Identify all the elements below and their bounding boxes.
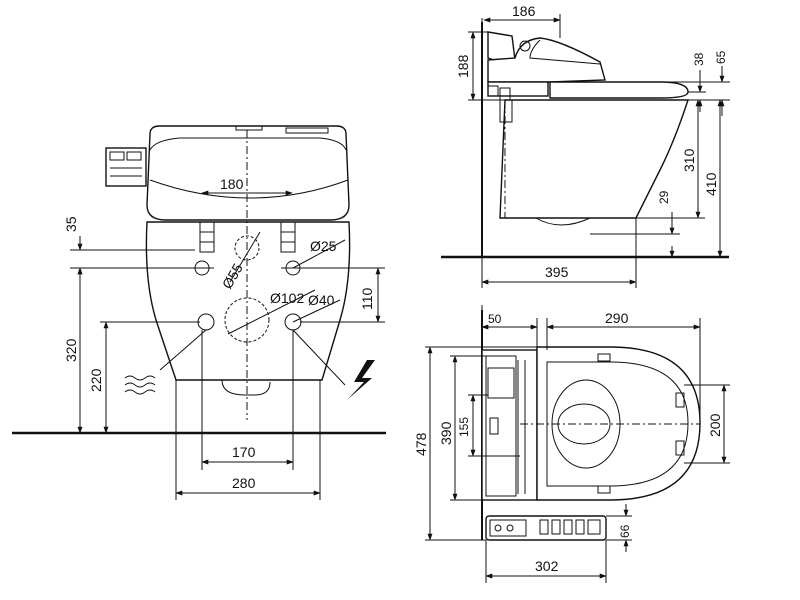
- front-dim-d40: Ø40: [308, 292, 335, 308]
- front-control-box: [105, 147, 147, 187]
- front-view: 180 35 Ø25 Ø55 Ø102 Ø40 110 320 220 170 …: [12, 125, 386, 500]
- front-dim-180: 180: [220, 176, 244, 192]
- top-dim-155: 155: [457, 417, 471, 437]
- side-dim-38: 38: [692, 52, 706, 66]
- water-symbol: [124, 375, 156, 395]
- top-view: 50 290 478 390 155 200 66 302: [413, 305, 730, 583]
- side-lid: [487, 31, 516, 63]
- front-bowl: [145, 221, 351, 381]
- side-dim-395: 395: [545, 264, 569, 280]
- top-dim-290: 290: [605, 310, 629, 326]
- side-dim-410: 410: [703, 172, 719, 196]
- top-dim-302: 302: [535, 558, 559, 574]
- top-dim-478: 478: [413, 432, 429, 456]
- front-dim-320: 320: [63, 338, 79, 362]
- electric-symbol: [347, 360, 375, 400]
- side-dim-29: 29: [657, 190, 671, 204]
- top-dim-390: 390: [438, 421, 454, 445]
- front-dim-d25: Ø25: [310, 238, 337, 254]
- front-waste-55: [234, 235, 260, 261]
- side-seat-unit: [487, 37, 606, 83]
- side-dim-186: 186: [512, 3, 536, 19]
- front-dim-35: 35: [63, 216, 79, 232]
- top-dim-50: 50: [488, 312, 502, 326]
- front-dim-280: 280: [232, 475, 256, 491]
- front-waste-102: [224, 297, 270, 343]
- top-dim-66: 66: [618, 524, 632, 538]
- top-seat-ring: [546, 361, 689, 487]
- front-dim-220: 220: [88, 368, 104, 392]
- side-view: 186 188 38 65 310 410 29 395: [441, 3, 730, 288]
- top-dim-200: 200: [707, 413, 723, 437]
- side-dim-310: 310: [681, 148, 697, 172]
- front-dim-170: 170: [232, 444, 256, 460]
- front-dim-d102: Ø102: [270, 290, 304, 306]
- side-bowl: [499, 99, 689, 219]
- side-seat-ring: [549, 81, 689, 99]
- side-dim-65: 65: [714, 50, 728, 64]
- front-dim-110: 110: [359, 287, 375, 310]
- side-dim-188: 188: [455, 54, 471, 78]
- front-seat-lid: [146, 125, 350, 221]
